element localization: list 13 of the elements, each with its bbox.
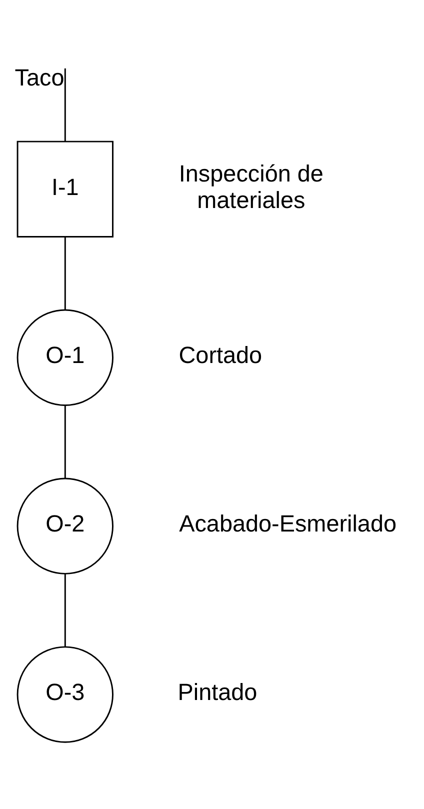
node-label: Acabado-Esmerilado — [179, 510, 397, 537]
node-label: Cortado — [178, 342, 262, 368]
node-box: I-1 — [16, 140, 114, 238]
edge-label: Taco — [14, 64, 64, 91]
node-circle: O-2 — [16, 478, 114, 574]
node-circle: O-1 — [16, 309, 114, 406]
node-label: Pintado — [178, 679, 258, 706]
connector — [64, 68, 66, 142]
node-label: Inspección de materiales — [178, 160, 324, 213]
connector — [64, 574, 66, 647]
node-circle: O-3 — [16, 646, 114, 743]
connector — [64, 237, 66, 310]
connector — [64, 406, 66, 478]
